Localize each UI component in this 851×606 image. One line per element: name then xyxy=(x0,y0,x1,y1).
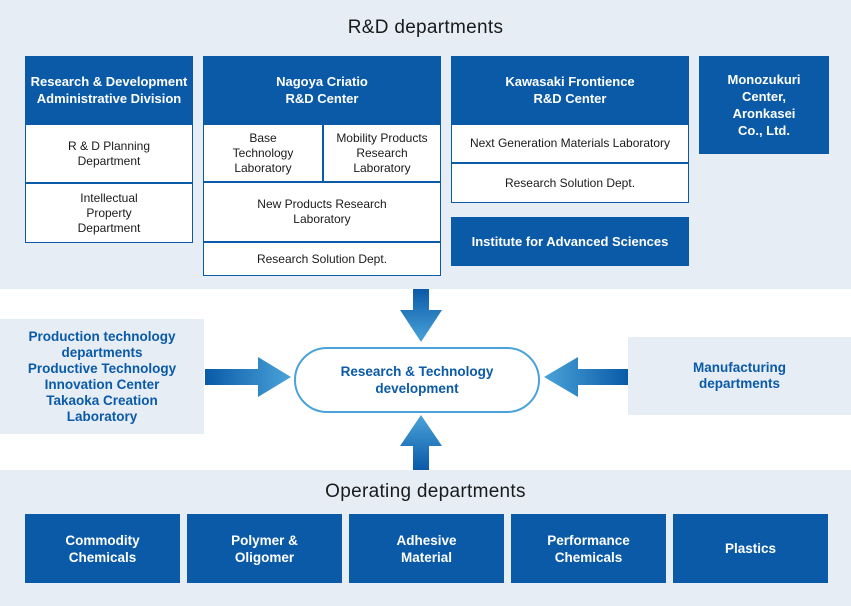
new-products-box: New Products Research Laboratory xyxy=(203,182,441,242)
performance-chemicals-box: Performance Chemicals xyxy=(511,514,666,583)
rd-planning-box: R & D Planning Department xyxy=(25,124,193,183)
arrow-up-icon xyxy=(400,415,442,470)
nagoya-center-box: Nagoya Criatio R&D Center xyxy=(203,56,441,124)
research-technology-pill: Research & Technology development xyxy=(294,347,540,413)
base-technology-box: Base Technology Laboratory xyxy=(203,124,323,182)
kawasaki-research-solution-box: Research Solution Dept. xyxy=(451,163,689,203)
rd-title: R&D departments xyxy=(347,17,504,38)
production-departments-box: Production technology departments Produc… xyxy=(0,319,204,434)
arrow-right-icon xyxy=(205,357,291,397)
mobility-products-box: Mobility Products Research Laboratory xyxy=(323,124,441,182)
ip-department-box: Intellectual Property Department xyxy=(25,183,193,243)
nagoya-research-solution-box: Research Solution Dept. xyxy=(203,242,441,276)
kawasaki-center-box: Kawasaki Frontience R&D Center xyxy=(451,56,689,124)
next-gen-materials-box: Next Generation Materials Laboratory xyxy=(451,124,689,163)
institute-box: Institute for Advanced Sciences xyxy=(451,217,689,266)
plastics-box: Plastics xyxy=(673,514,828,583)
manufacturing-departments-box: Manufacturing departments xyxy=(628,337,851,415)
operating-title: Operating departments xyxy=(325,481,526,502)
monozukuri-box: Monozukuri Center, Aronkasei Co., Ltd. xyxy=(699,56,829,154)
commodity-chemicals-box: Commodity Chemicals xyxy=(25,514,180,583)
admin-division-box: Research & Development Administrative Di… xyxy=(25,56,193,124)
polymer-oligomer-box: Polymer & Oligomer xyxy=(187,514,342,583)
arrow-down-icon xyxy=(400,289,442,342)
adhesive-material-box: Adhesive Material xyxy=(349,514,504,583)
arrow-left-icon xyxy=(544,357,628,397)
